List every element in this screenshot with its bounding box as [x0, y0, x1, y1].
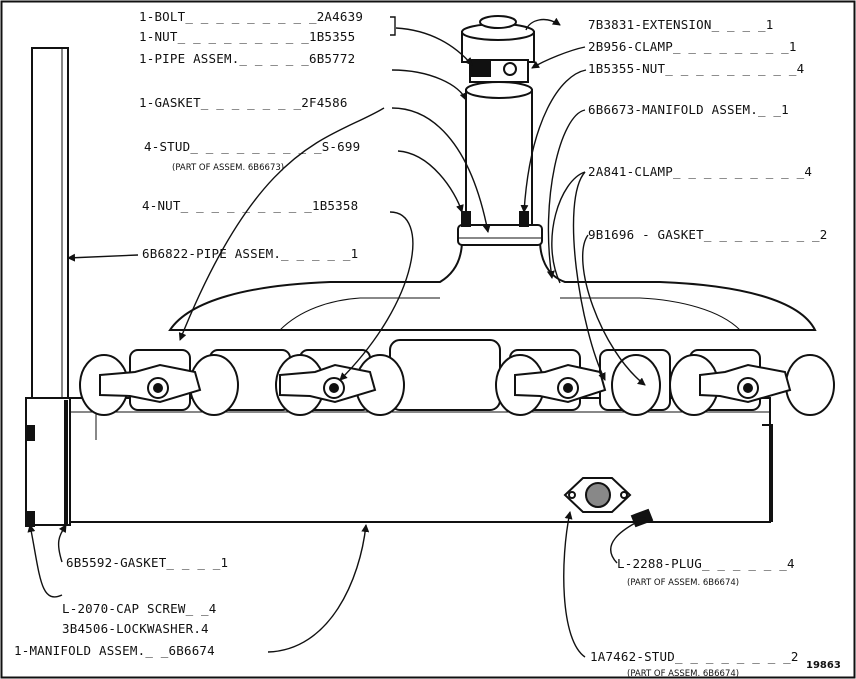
label-clamp-right: 2A841-CLAMP_ _ _ _ _ _ _ _ _4: [588, 164, 813, 179]
label-cap-screw: L-2070-CAP SCREW_ _4: [62, 601, 217, 616]
label-gasket-bottom: 6B5592-GASKET_ _ _ _1: [66, 555, 229, 570]
label-stud-note: (PART OF ASSEM. 6B6673): [172, 163, 285, 173]
label-pipe-assem: 1-PIPE ASSEM._ _ _ _ _6B5772: [139, 51, 356, 66]
label-pipe-assem-left: 6B6822-PIPE ASSEM._ _ _ _ _1: [142, 246, 359, 261]
label-nut-lower: 4-NUT_ _ _ _ _ _ _ _ _1B5358: [142, 198, 359, 213]
label-bolt: 1-BOLT_ _ _ _ _ _ _ _ _2A4639: [139, 9, 364, 24]
manifold-body: [69, 397, 773, 523]
label-nut-top: 1-NUT_ _ _ _ _ _ _ _ _1B5355: [139, 29, 356, 44]
label-gasket-top: 1-GASKET_ _ _ _ _ _ _2F4586: [139, 95, 348, 110]
label-plug-note: (PART OF ASSEM. 6B6674): [627, 578, 740, 588]
vertical-pipe-assembly: [25, 47, 71, 527]
label-stud-bottom: 1A7462-STUD_ _ _ _ _ _ _ _2: [590, 649, 799, 664]
label-gasket-right: 9B1696 - GASKET_ _ _ _ _ _ _ _2: [588, 227, 828, 242]
label-clamp-top: 2B956-CLAMP_ _ _ _ _ _ _ _1: [588, 39, 797, 54]
label-lockwasher: 3B4506-LOCKWASHER.4: [62, 621, 209, 636]
leader-lines: [27, 16, 646, 658]
label-plug: L-2288-PLUG_ _ _ _ _ _4: [617, 556, 795, 571]
label-nut-right: 1B5355-NUT_ _ _ _ _ _ _ _ _4: [588, 61, 805, 76]
label-stud-bottom-note: (PART OF ASSEM. 6B6674): [627, 669, 740, 679]
label-stud: 4-STUD_ _ _ _ _ _ _ _ _S-699: [144, 139, 361, 154]
vertical-outlet-pipe: [457, 15, 543, 246]
figure-number: 19863: [806, 660, 841, 671]
label-manifold-bottom: 1-MANIFOLD ASSEM._ _6B6674: [14, 643, 215, 658]
port-clamps: [99, 363, 792, 404]
label-manifold-top: 6B6673-MANIFOLD ASSEM._ _1: [588, 102, 789, 117]
flange-plug: [563, 477, 654, 528]
label-extension: 7B3831-EXTENSION_ _ _ _1: [588, 17, 774, 32]
